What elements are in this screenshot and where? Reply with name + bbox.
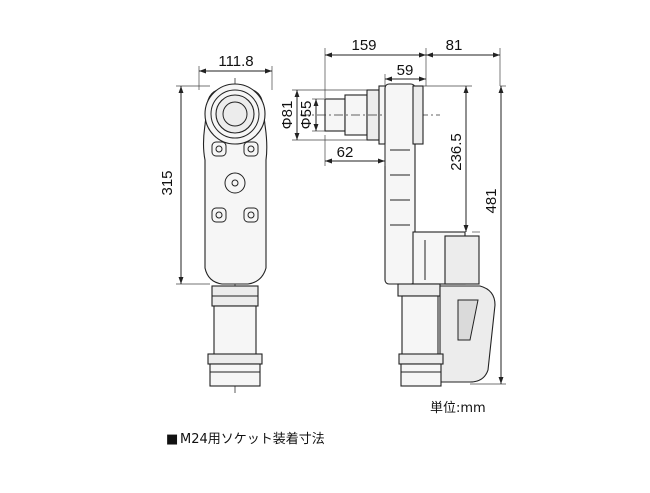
caption-text: M24用ソケット装着寸法 [180, 431, 325, 447]
dim-front-width: 111.8 [218, 53, 253, 70]
dim-side-159: 159 [351, 37, 376, 54]
dim-side-81: 81 [446, 37, 463, 54]
unit-label: 単位:mm [430, 400, 486, 416]
dim-side-236-5: 236.5 [448, 133, 465, 171]
dim-side-59: 59 [397, 62, 414, 79]
dim-dia-inner: Φ55 [298, 101, 315, 130]
dim-dia-outer: Φ81 [279, 101, 296, 130]
side-pipe [401, 295, 439, 357]
caption-marker: ■ [166, 432, 178, 447]
side-socket [400, 363, 442, 387]
front-socket [209, 363, 261, 387]
front-pipe [213, 305, 257, 357]
dim-front-height: 315 [159, 170, 176, 195]
front-view [176, 66, 273, 396]
dim-side-62: 62 [337, 144, 354, 161]
side-view [292, 48, 506, 387]
dim-side-481: 481 [483, 188, 500, 213]
side-plate [384, 83, 416, 285]
